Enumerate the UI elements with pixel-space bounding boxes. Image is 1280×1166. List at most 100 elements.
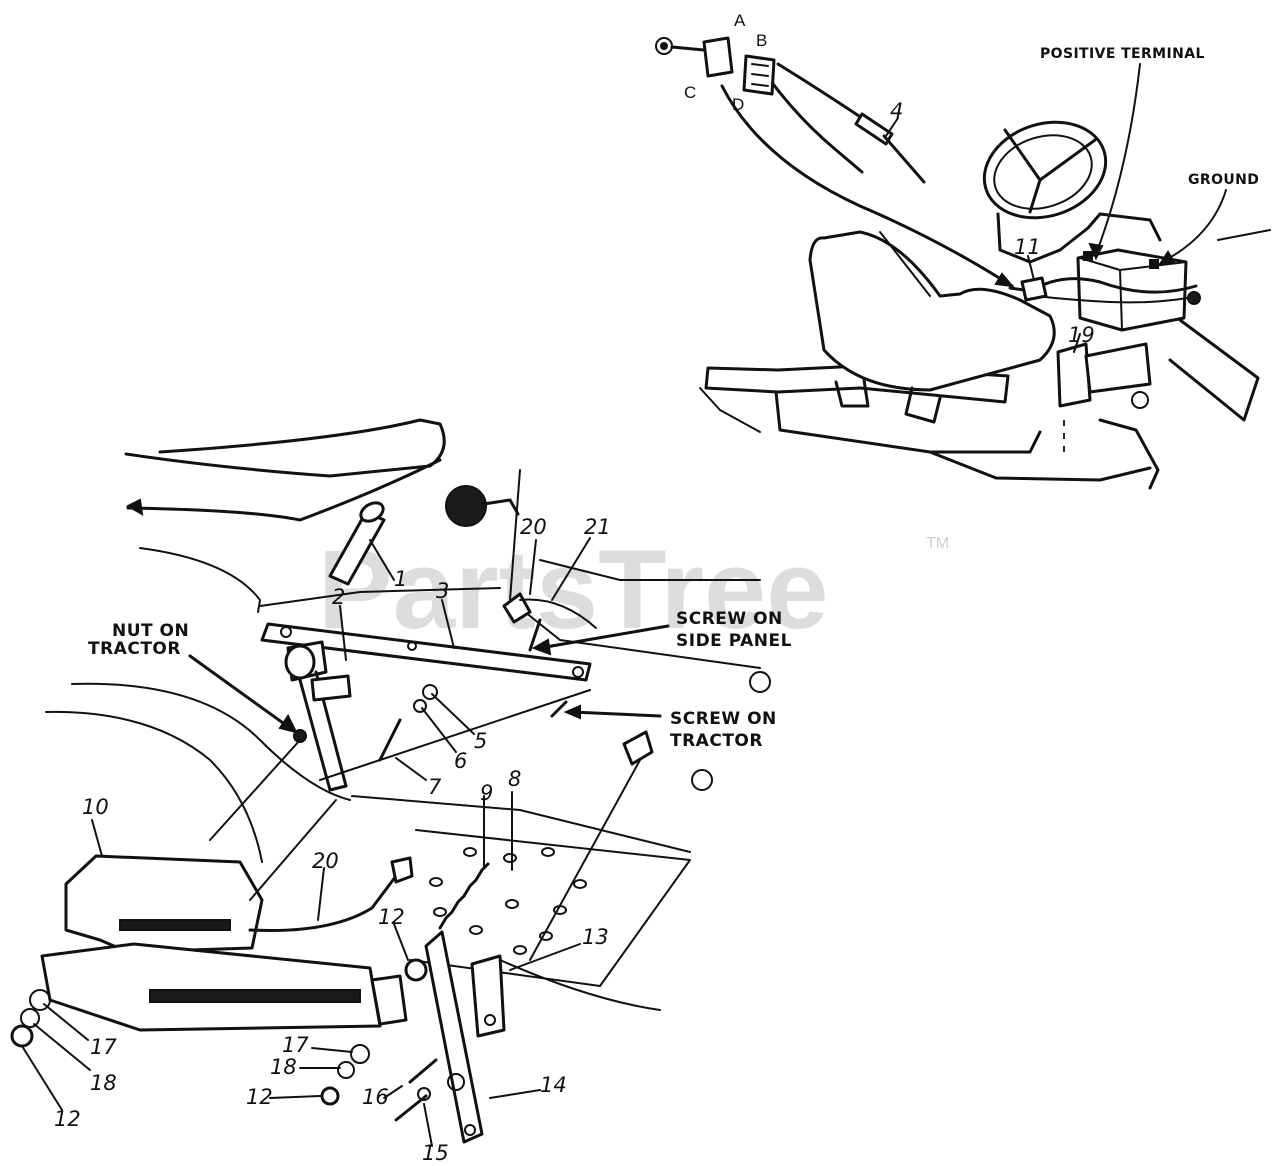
actuator-tube-band xyxy=(149,989,361,1003)
link-arm-hole-2 xyxy=(464,1124,476,1136)
positive-terminal-leader xyxy=(1095,63,1141,255)
fender-line xyxy=(259,587,501,607)
leader-1 xyxy=(369,539,395,581)
callout-10: 10 xyxy=(82,795,109,819)
actuator-plug xyxy=(390,856,414,884)
screw-tractor-leader xyxy=(570,710,662,718)
switch-lever xyxy=(1008,286,1026,292)
leader-12-mid xyxy=(393,923,409,961)
terminal-wire-2 xyxy=(768,78,864,174)
lift-lever-end xyxy=(359,501,385,523)
bracket-13-hole xyxy=(484,1014,496,1026)
switch-nut-center xyxy=(660,42,668,50)
callout-17-left: 17 xyxy=(90,1035,117,1059)
callout-12-mid: 12 xyxy=(378,905,405,929)
deck-shadow xyxy=(699,387,761,433)
actuator-motor xyxy=(64,854,264,954)
leader-13 xyxy=(509,943,581,971)
callout-8: 8 xyxy=(508,767,521,791)
right-fender xyxy=(1098,418,1160,490)
centerline-rod xyxy=(249,799,337,901)
nut-12-left xyxy=(10,1024,34,1048)
actuator-cable xyxy=(248,866,404,932)
control-knob xyxy=(445,485,487,527)
pivot-rod xyxy=(298,670,348,792)
terminal-letter-b: B xyxy=(756,31,767,50)
leader-20b xyxy=(317,867,325,921)
leader-12-left xyxy=(21,1045,63,1111)
upper-fender xyxy=(126,458,442,522)
side-panel-top xyxy=(539,559,761,581)
callout-17-lower: 17 xyxy=(282,1033,309,1057)
tractor-rear-view xyxy=(655,36,1271,490)
wire-harness-2 xyxy=(1035,295,1199,304)
lift-lever xyxy=(328,510,386,586)
steering-wheel xyxy=(982,120,1108,220)
callout-21: 21 xyxy=(584,515,611,539)
steering-spokes xyxy=(1003,128,1097,214)
rear-deck-edge xyxy=(928,450,1152,482)
harness-connector xyxy=(1187,291,1201,305)
bracket-13 xyxy=(470,954,506,1038)
actuator-mount xyxy=(1056,342,1092,408)
fender-curve xyxy=(139,547,261,613)
bolt-7 xyxy=(378,718,402,762)
pivot-block xyxy=(310,674,352,702)
connector-pins xyxy=(751,63,769,87)
nut-on-tractor-arrow xyxy=(278,714,298,734)
callout-16: 16 xyxy=(362,1085,389,1109)
frame-lower-edge xyxy=(499,959,661,1011)
bracket-hole-2 xyxy=(407,641,417,651)
callout-15: 15 xyxy=(422,1141,449,1165)
floor-plate-holes xyxy=(429,847,587,955)
leader-17-lower xyxy=(311,1047,353,1053)
frame-edge xyxy=(351,795,691,853)
leader-11 xyxy=(1027,255,1035,281)
callout-1: 1 xyxy=(394,567,407,591)
washer-18-left xyxy=(20,1008,40,1028)
long-cable xyxy=(720,84,1014,288)
callout-5: 5 xyxy=(474,729,487,753)
callout-7: 7 xyxy=(428,775,442,799)
washer-18-lower xyxy=(337,1061,355,1079)
terminal-lead xyxy=(882,134,926,184)
actuator-pivot xyxy=(1131,391,1149,409)
switch-shaft xyxy=(670,45,706,52)
actuator-small xyxy=(1084,342,1152,394)
callout-18-left: 18 xyxy=(90,1071,117,1095)
ground-arrow xyxy=(1157,250,1176,266)
cable-plug xyxy=(502,592,532,624)
lower-fender xyxy=(71,682,351,801)
callout-20-top: 20 xyxy=(520,515,547,539)
long-cable-arrow xyxy=(994,272,1015,288)
caption-screw-side-panel-2: SIDE PANEL xyxy=(676,631,792,651)
callout-9: 9 xyxy=(480,781,493,805)
callout-20-lower: 20 xyxy=(312,849,339,873)
knob-stem xyxy=(482,498,520,516)
callout-6: 6 xyxy=(454,749,467,773)
battery-edges xyxy=(1079,257,1187,331)
bolt-16b xyxy=(408,1058,438,1084)
leader-6 xyxy=(421,707,457,753)
nut-5 xyxy=(422,684,438,700)
seat-bracket-left xyxy=(834,378,870,408)
leader-12-lower xyxy=(269,1095,321,1099)
steering-column xyxy=(996,212,1102,264)
washer-17-left xyxy=(29,989,51,1011)
nut-on-tractor-leader xyxy=(188,654,292,730)
callout-18-lower: 18 xyxy=(270,1055,297,1079)
caption-screw-tractor-1: SCREW ON xyxy=(670,709,777,729)
leader-15 xyxy=(423,1103,433,1147)
terminal-letter-a: A xyxy=(734,11,746,30)
leader-21 xyxy=(551,537,591,601)
bushing-bore xyxy=(284,644,316,680)
positive-terminal-arrow xyxy=(1088,242,1104,261)
callout-12-left: 12 xyxy=(54,1107,81,1131)
centerline-bolt xyxy=(529,759,641,961)
switch-body xyxy=(1020,276,1048,302)
screw-tractor xyxy=(550,700,568,718)
leader-19 xyxy=(1073,333,1081,353)
caption-nut-on-tractor-1: NUT ON xyxy=(112,621,189,641)
screw-side-panel xyxy=(528,618,542,652)
leader-20a xyxy=(529,539,537,595)
